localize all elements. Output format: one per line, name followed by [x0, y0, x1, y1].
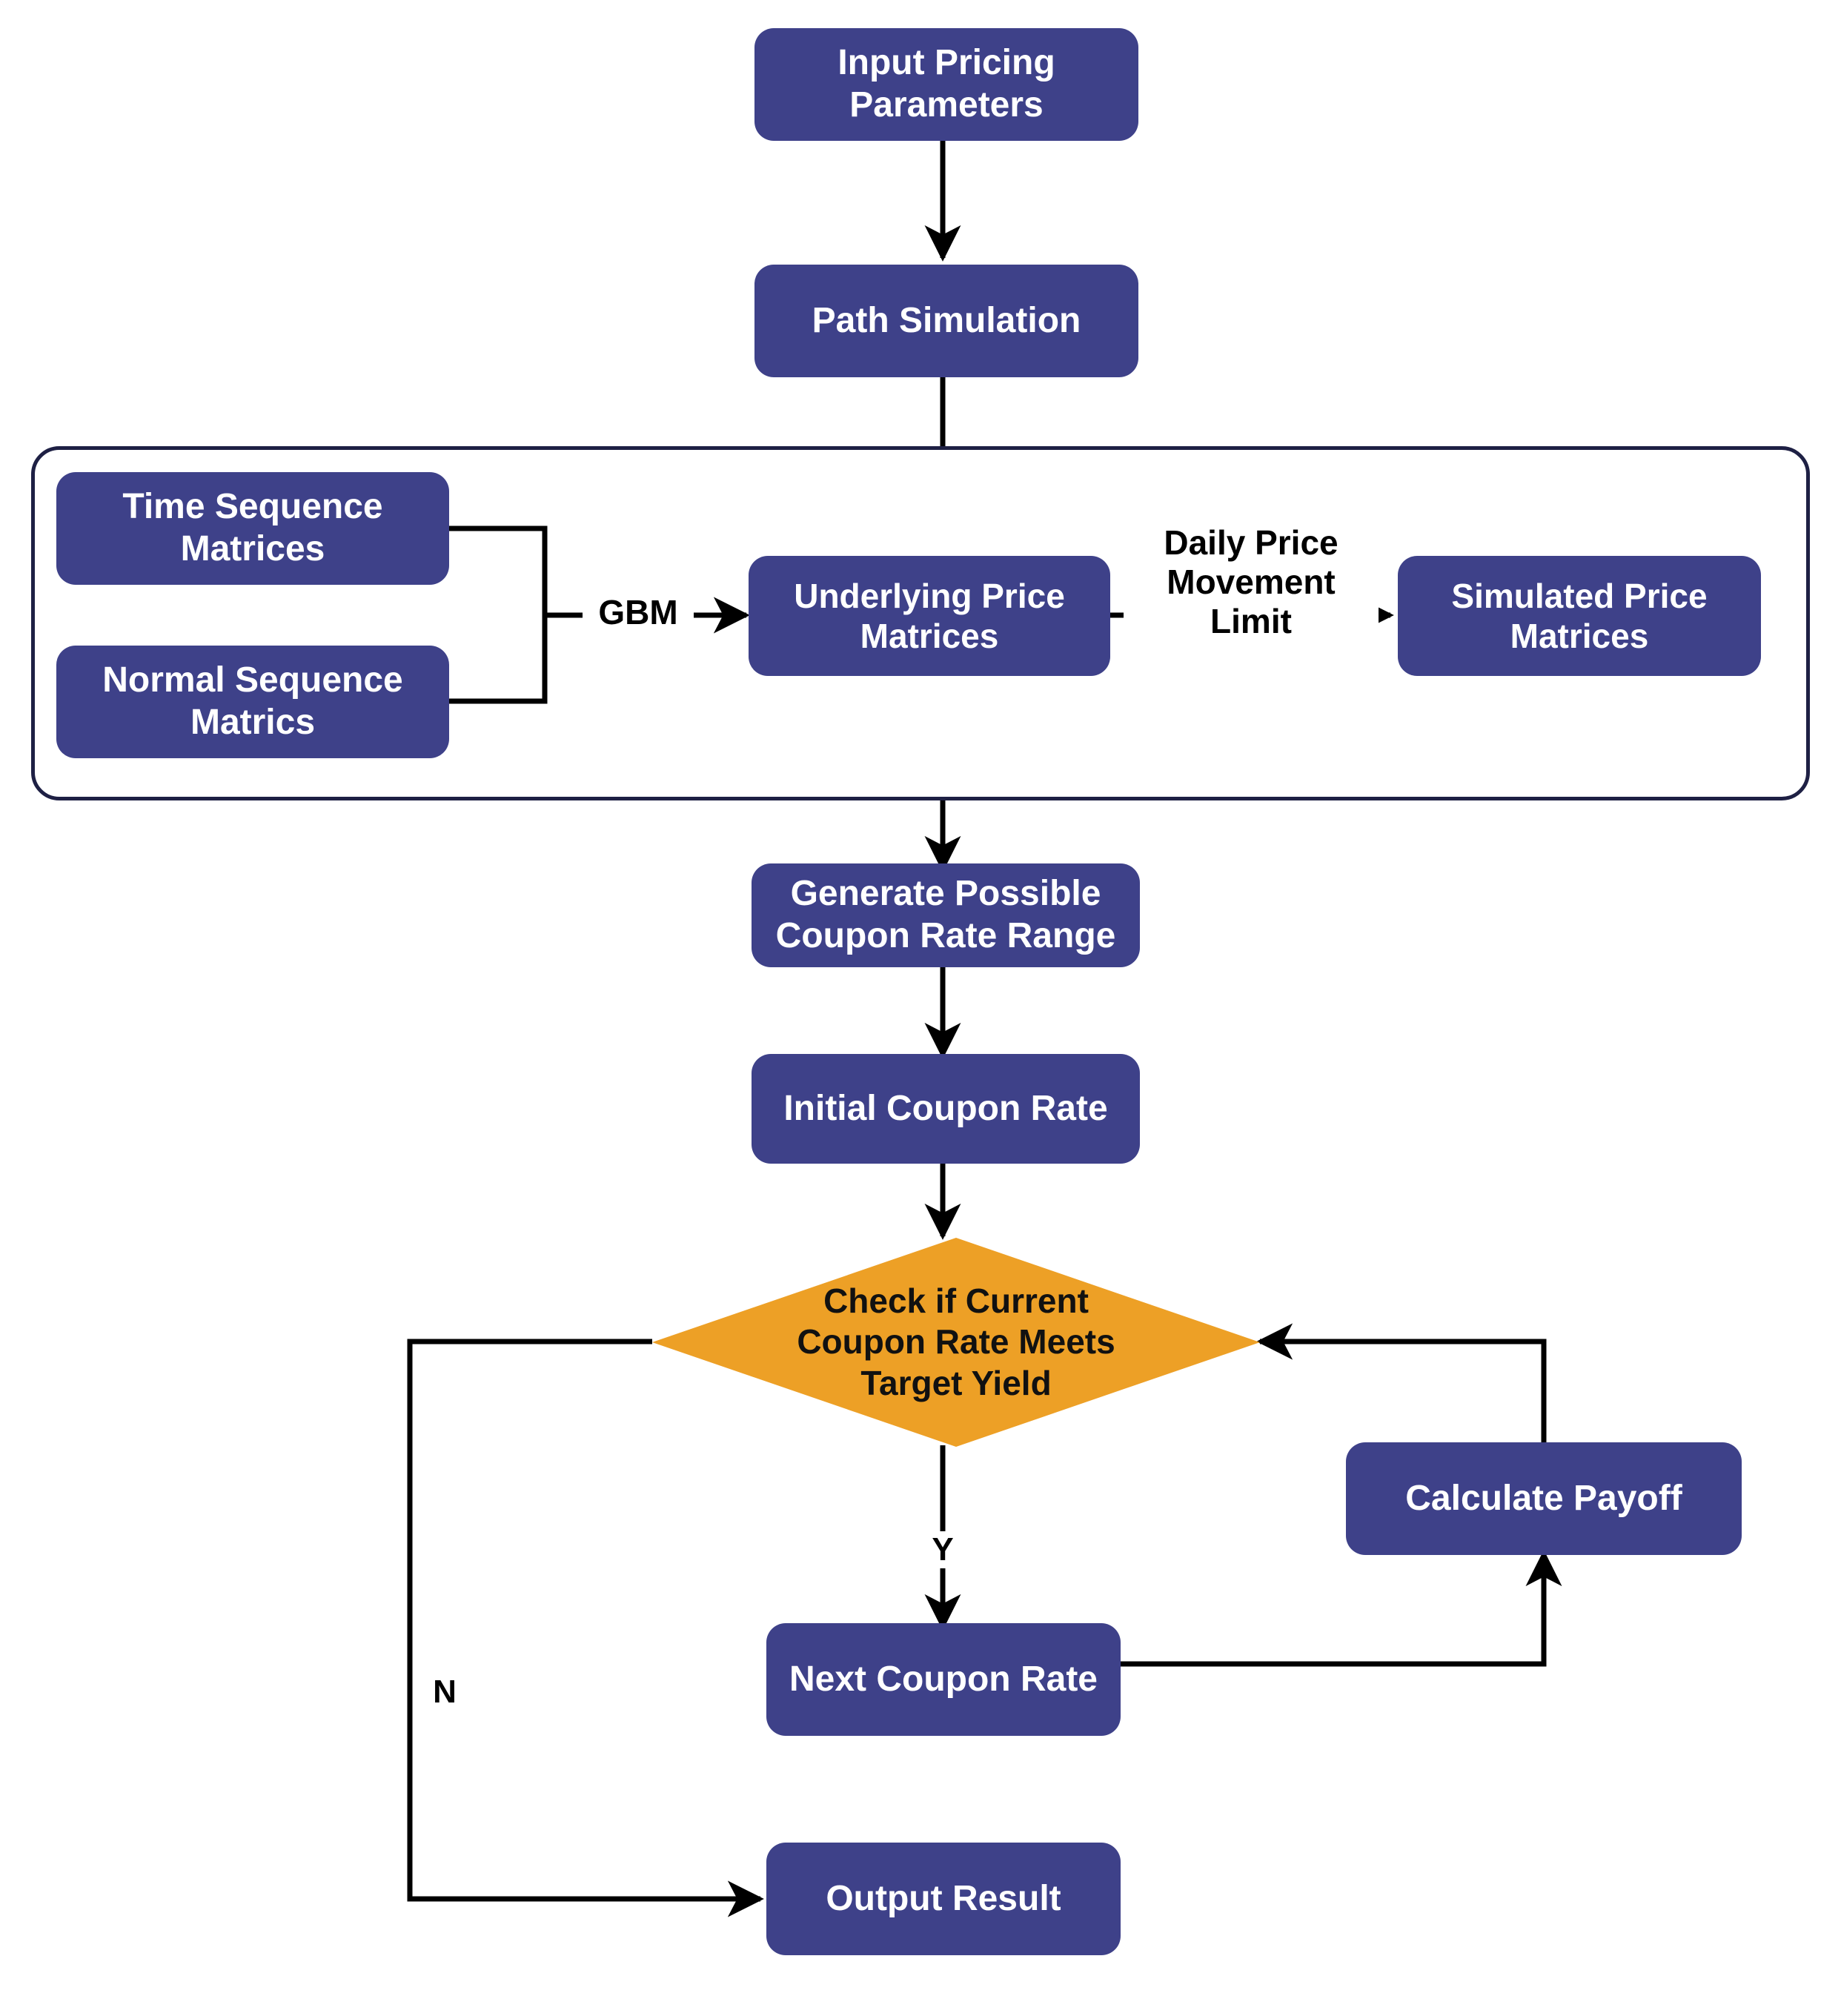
decision-label: Check if Current Coupon Rate Meets Targe…: [797, 1281, 1115, 1402]
node-underlying-price-matrices[interactable]: Underlying Price Matrices: [749, 556, 1110, 676]
node-normal-sequence-matrices[interactable]: Normal Sequence Matrics: [56, 646, 449, 758]
edge-label-gbm: GBM: [583, 593, 694, 632]
branch-label-yes: Y: [925, 1531, 961, 1568]
branch-label-no: N: [427, 1674, 462, 1711]
edge-label-daily-price-movement-limit: Daily Price Movement Limit: [1124, 523, 1379, 641]
node-initial-coupon-rate[interactable]: Initial Coupon Rate: [752, 1054, 1140, 1164]
node-check-target-yield[interactable]: Check if Current Coupon Rate Meets Targe…: [652, 1238, 1260, 1447]
node-path-simulation[interactable]: Path Simulation: [754, 265, 1138, 377]
node-simulated-price-matrices[interactable]: Simulated Price Matrices: [1398, 556, 1761, 676]
edge-calculate-payoff-to-decision: [1256, 1323, 1547, 1444]
node-input-pricing-parameters[interactable]: Input Pricing Parameters: [754, 28, 1138, 141]
node-output-result[interactable]: Output Result: [766, 1843, 1121, 1955]
node-next-coupon-rate[interactable]: Next Coupon Rate: [766, 1623, 1121, 1736]
edge-next-to-calculate-payoff: [1118, 1550, 1562, 1667]
path-simulation-group-container: [31, 446, 1810, 800]
node-time-sequence-matrices[interactable]: Time Sequence Matrices: [56, 472, 449, 585]
node-generate-coupon-rate-range[interactable]: Generate Possible Coupon Rate Range: [752, 863, 1140, 967]
node-calculate-payoff[interactable]: Calculate Payoff: [1346, 1442, 1742, 1555]
